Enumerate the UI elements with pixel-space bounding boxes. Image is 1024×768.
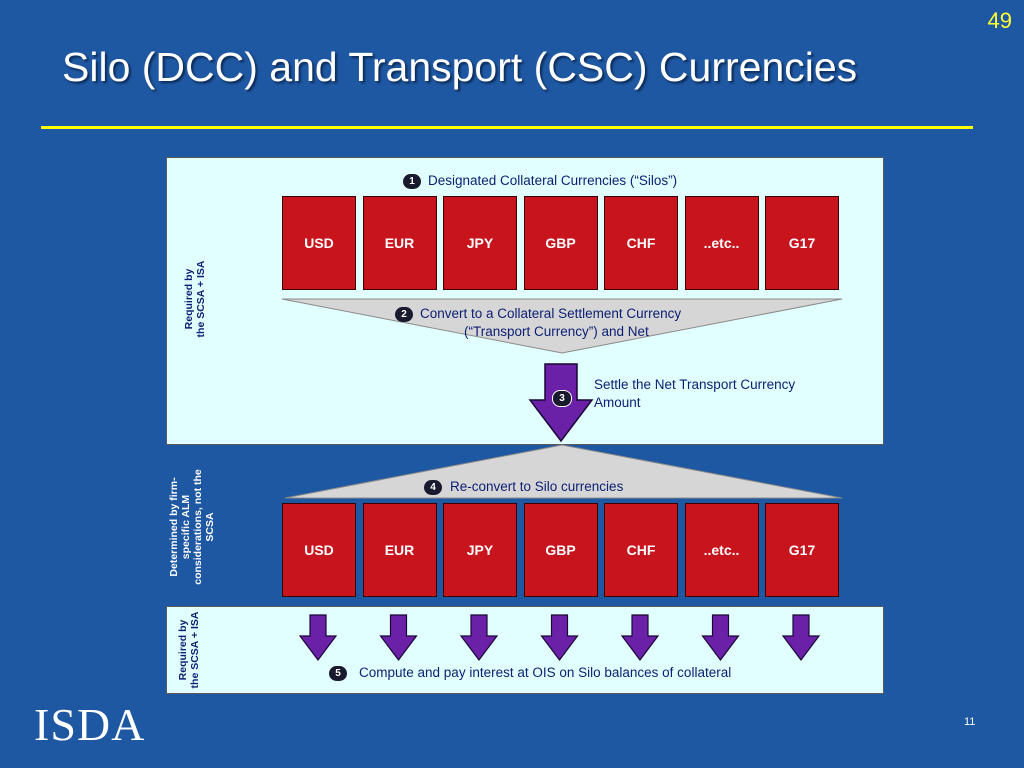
step-3-label-line1: Settle the Net Transport Currency <box>594 377 796 392</box>
step-2-label-line2: (“Transport Currency”) and Net <box>464 324 649 339</box>
currency-top-box: ..etc.. <box>684 196 759 290</box>
currency-top-box: GBP <box>523 196 598 290</box>
slide-title: Silo (DCC) and Transport (CSC) Currencie… <box>62 44 858 90</box>
currency-top-box: EUR <box>362 196 437 290</box>
interest-arrow <box>781 614 821 661</box>
step-1-label: Designated Collateral Currencies (“Silos… <box>428 173 678 188</box>
step-3-label-line2: Amount <box>594 395 641 410</box>
step-2-label-line1: Convert to a Collateral Settlement Curre… <box>420 306 682 321</box>
step-badge-1: 1 <box>403 174 421 189</box>
step-badge-5: 5 <box>329 666 347 681</box>
interest-arrow <box>620 614 660 661</box>
slide-number: 49 <box>987 8 1012 33</box>
currency-bottom-box: USD <box>282 503 356 597</box>
side-label-bottom: Required by the SCSA + ISA <box>177 611 201 689</box>
interest-arrow <box>379 614 418 661</box>
side-label-middle: Determined by firm- specific ALM conside… <box>168 469 216 585</box>
step-5-label: Compute and pay interest at OIS on Silo … <box>359 665 732 680</box>
bottom-panel <box>166 606 884 694</box>
step-badge-2: 2 <box>395 307 413 322</box>
currency-bottom-box: JPY <box>443 503 517 597</box>
currency-top-box: G17 <box>765 196 839 290</box>
interest-arrows <box>298 614 821 661</box>
currency-bottom-box: CHF <box>604 503 678 597</box>
isda-logo: ISDA <box>34 699 146 750</box>
side-label-top: Required by the SCSA + ISA <box>183 260 207 338</box>
currency-bottom-box: ..etc.. <box>684 503 759 597</box>
currency-top-box: USD <box>282 196 356 290</box>
interest-arrow <box>459 614 499 661</box>
currency-bottom-box: G17 <box>765 503 839 597</box>
currency-bottom-box: GBP <box>523 503 598 597</box>
page-number: 11 <box>964 716 976 728</box>
step-badge-4: 4 <box>424 480 442 495</box>
interest-arrow <box>540 614 579 661</box>
interest-arrow <box>298 614 338 661</box>
interest-arrow <box>701 614 740 661</box>
step-4-label: Re-convert to Silo currencies <box>450 479 624 494</box>
title-underline <box>41 126 973 129</box>
convert-funnel <box>281 298 843 354</box>
currency-top-box: JPY <box>443 196 517 290</box>
currency-top-box: CHF <box>604 196 678 290</box>
step-badge-3: 3 <box>552 390 572 407</box>
currency-bottom-box: EUR <box>362 503 437 597</box>
